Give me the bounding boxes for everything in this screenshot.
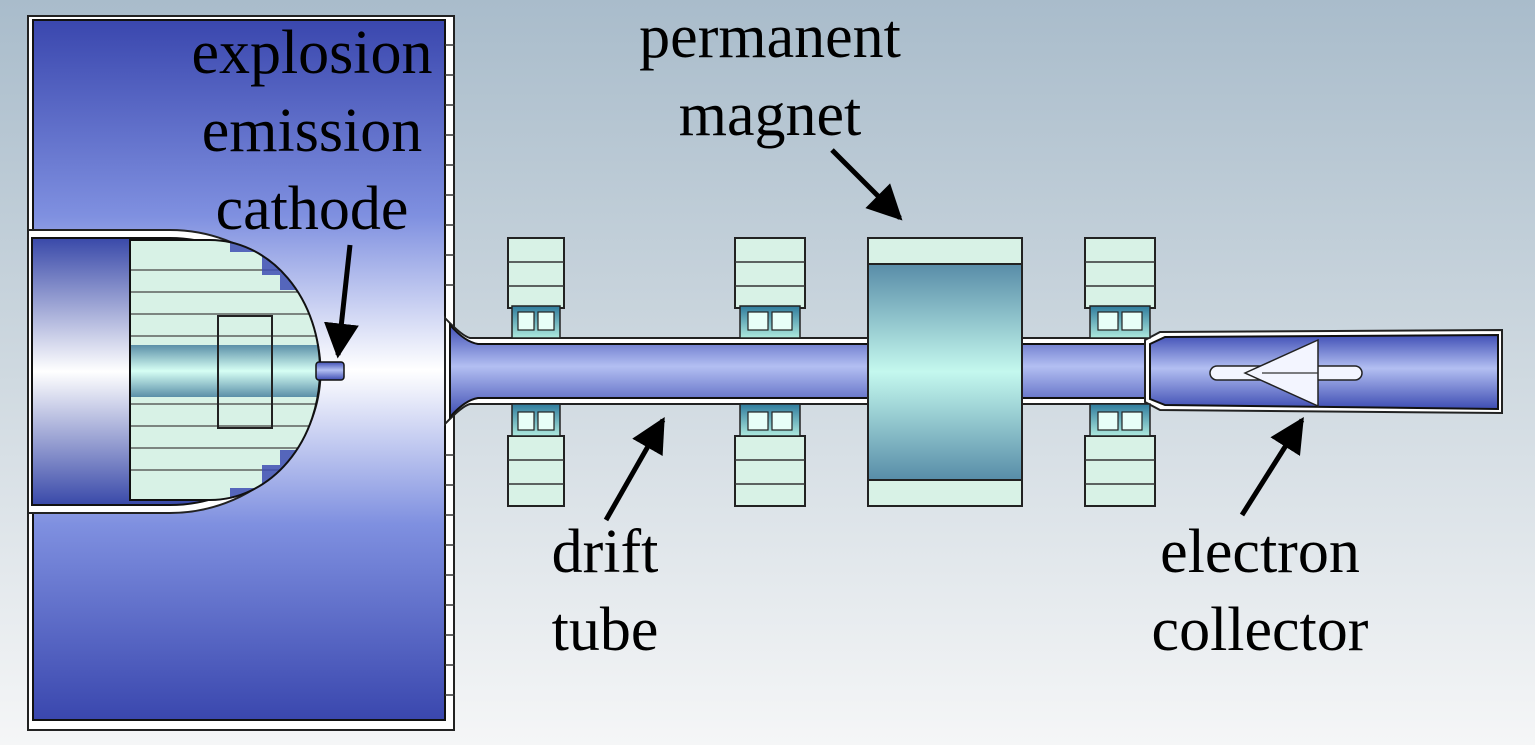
label-drift-line-1: drift [551, 518, 659, 586]
label-arrows [324, 148, 1305, 522]
arrow-cathode [324, 244, 359, 359]
label-magnet-line-1: permanent [639, 3, 901, 71]
arrow-collector [1239, 417, 1305, 517]
cathode-holder [27, 229, 345, 514]
cathode-insulator-stack [130, 240, 320, 500]
electron-collector [1144, 328, 1503, 415]
label-cathode-line-2: emission [201, 97, 423, 165]
arrow-drift-tube [603, 416, 666, 522]
label-collector-line-1: electron [1160, 518, 1360, 586]
permanent-magnet [867, 237, 1023, 507]
label-magnet-line-2: magnet [678, 81, 862, 149]
label-explosion-emission-cathode: explosion emission cathode [178, 14, 446, 248]
label-drift-line-2: tube [551, 596, 659, 664]
label-permanent-magnet: permanent magnet [620, 0, 920, 154]
label-electron-collector: electron collector [1130, 513, 1390, 669]
cathode-emitter-tip [315, 361, 345, 381]
label-cathode-line-3: cathode [215, 175, 409, 243]
housing-flange-ticks [445, 44, 455, 696]
solenoid-coil-3 [1084, 237, 1156, 507]
label-collector-line-2: collector [1151, 596, 1369, 664]
cathode-housing [27, 15, 455, 731]
arrow-magnet [830, 148, 903, 221]
label-cathode-line-1: explosion [191, 19, 433, 87]
label-drift-tube: drift tube [530, 513, 680, 669]
solenoid-coil-2 [734, 237, 806, 507]
solenoid-coil-1 [507, 237, 565, 507]
